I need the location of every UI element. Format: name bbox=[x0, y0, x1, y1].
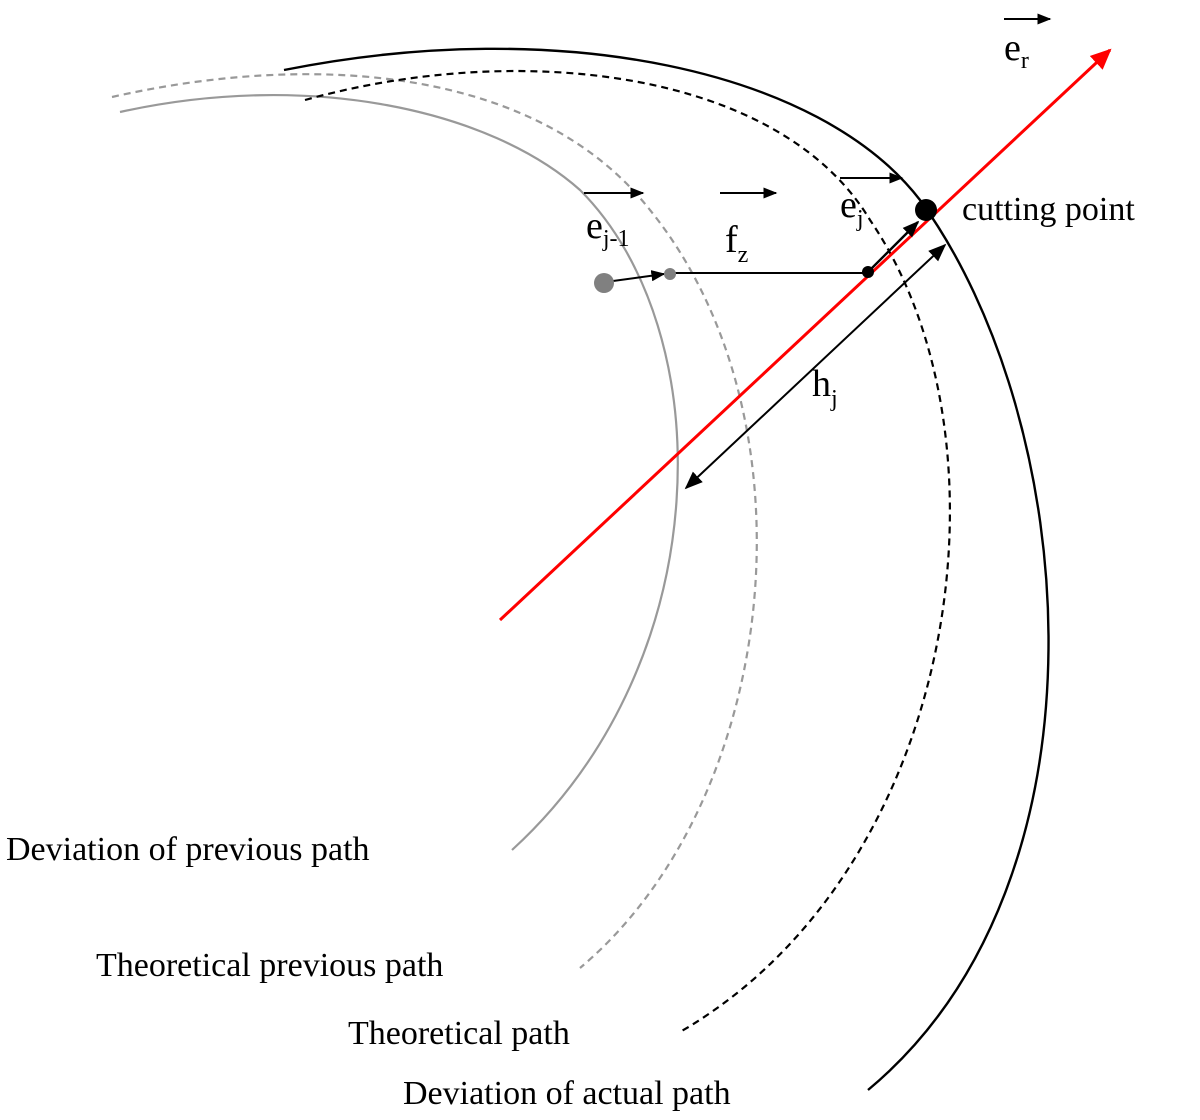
er-label: er bbox=[1004, 27, 1029, 74]
deviation-of-previous-path-label: Deviation of previous path bbox=[6, 831, 370, 868]
fz-label: fz bbox=[725, 219, 748, 268]
theoretical-point bbox=[862, 266, 874, 278]
theoretical-previous-path-label: Theoretical previous path bbox=[96, 947, 443, 984]
theoretical-previous-point bbox=[664, 268, 676, 280]
cutting-point-marker bbox=[915, 199, 937, 221]
cutting-point-label: cutting point bbox=[962, 191, 1135, 228]
hj-depth-double-arrow bbox=[684, 243, 947, 490]
previous-deviation-point bbox=[594, 273, 614, 293]
hj-label: hj bbox=[812, 363, 838, 412]
deviation-of-actual-path-curve bbox=[283, 47, 1050, 1091]
radial-vector-line bbox=[498, 48, 1112, 622]
ej-label: ej bbox=[840, 184, 864, 232]
deviation-of-actual-path-label: Deviation of actual path bbox=[403, 1075, 731, 1112]
ejm1-label: ej-1 bbox=[586, 205, 630, 252]
theoretical-path-label: Theoretical path bbox=[348, 1015, 570, 1052]
previous-deviation-double-arrow bbox=[599, 270, 666, 289]
theoretical-previous-path-curve bbox=[111, 73, 758, 969]
